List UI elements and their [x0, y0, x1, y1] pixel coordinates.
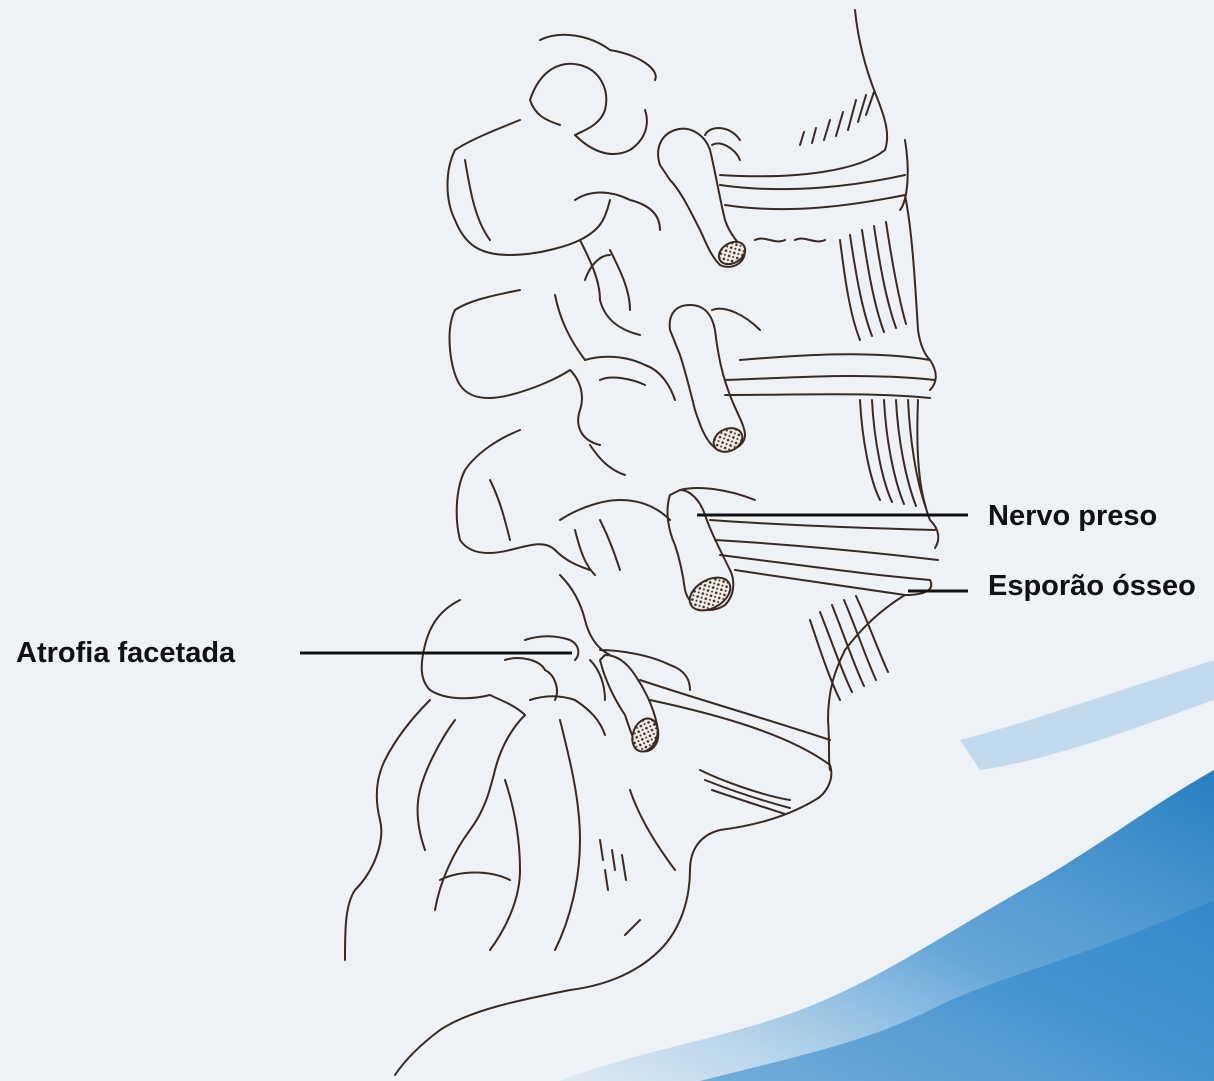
facet-atrophy-label: Atrofia facetada: [16, 639, 235, 668]
nerve-label: Nervo preso: [988, 502, 1157, 531]
watercolor-splash: [560, 660, 1214, 1081]
spine-line-art: [345, 10, 938, 1075]
leader-lines: [300, 515, 968, 653]
bone-spur-label: Esporão ósseo: [988, 572, 1196, 601]
